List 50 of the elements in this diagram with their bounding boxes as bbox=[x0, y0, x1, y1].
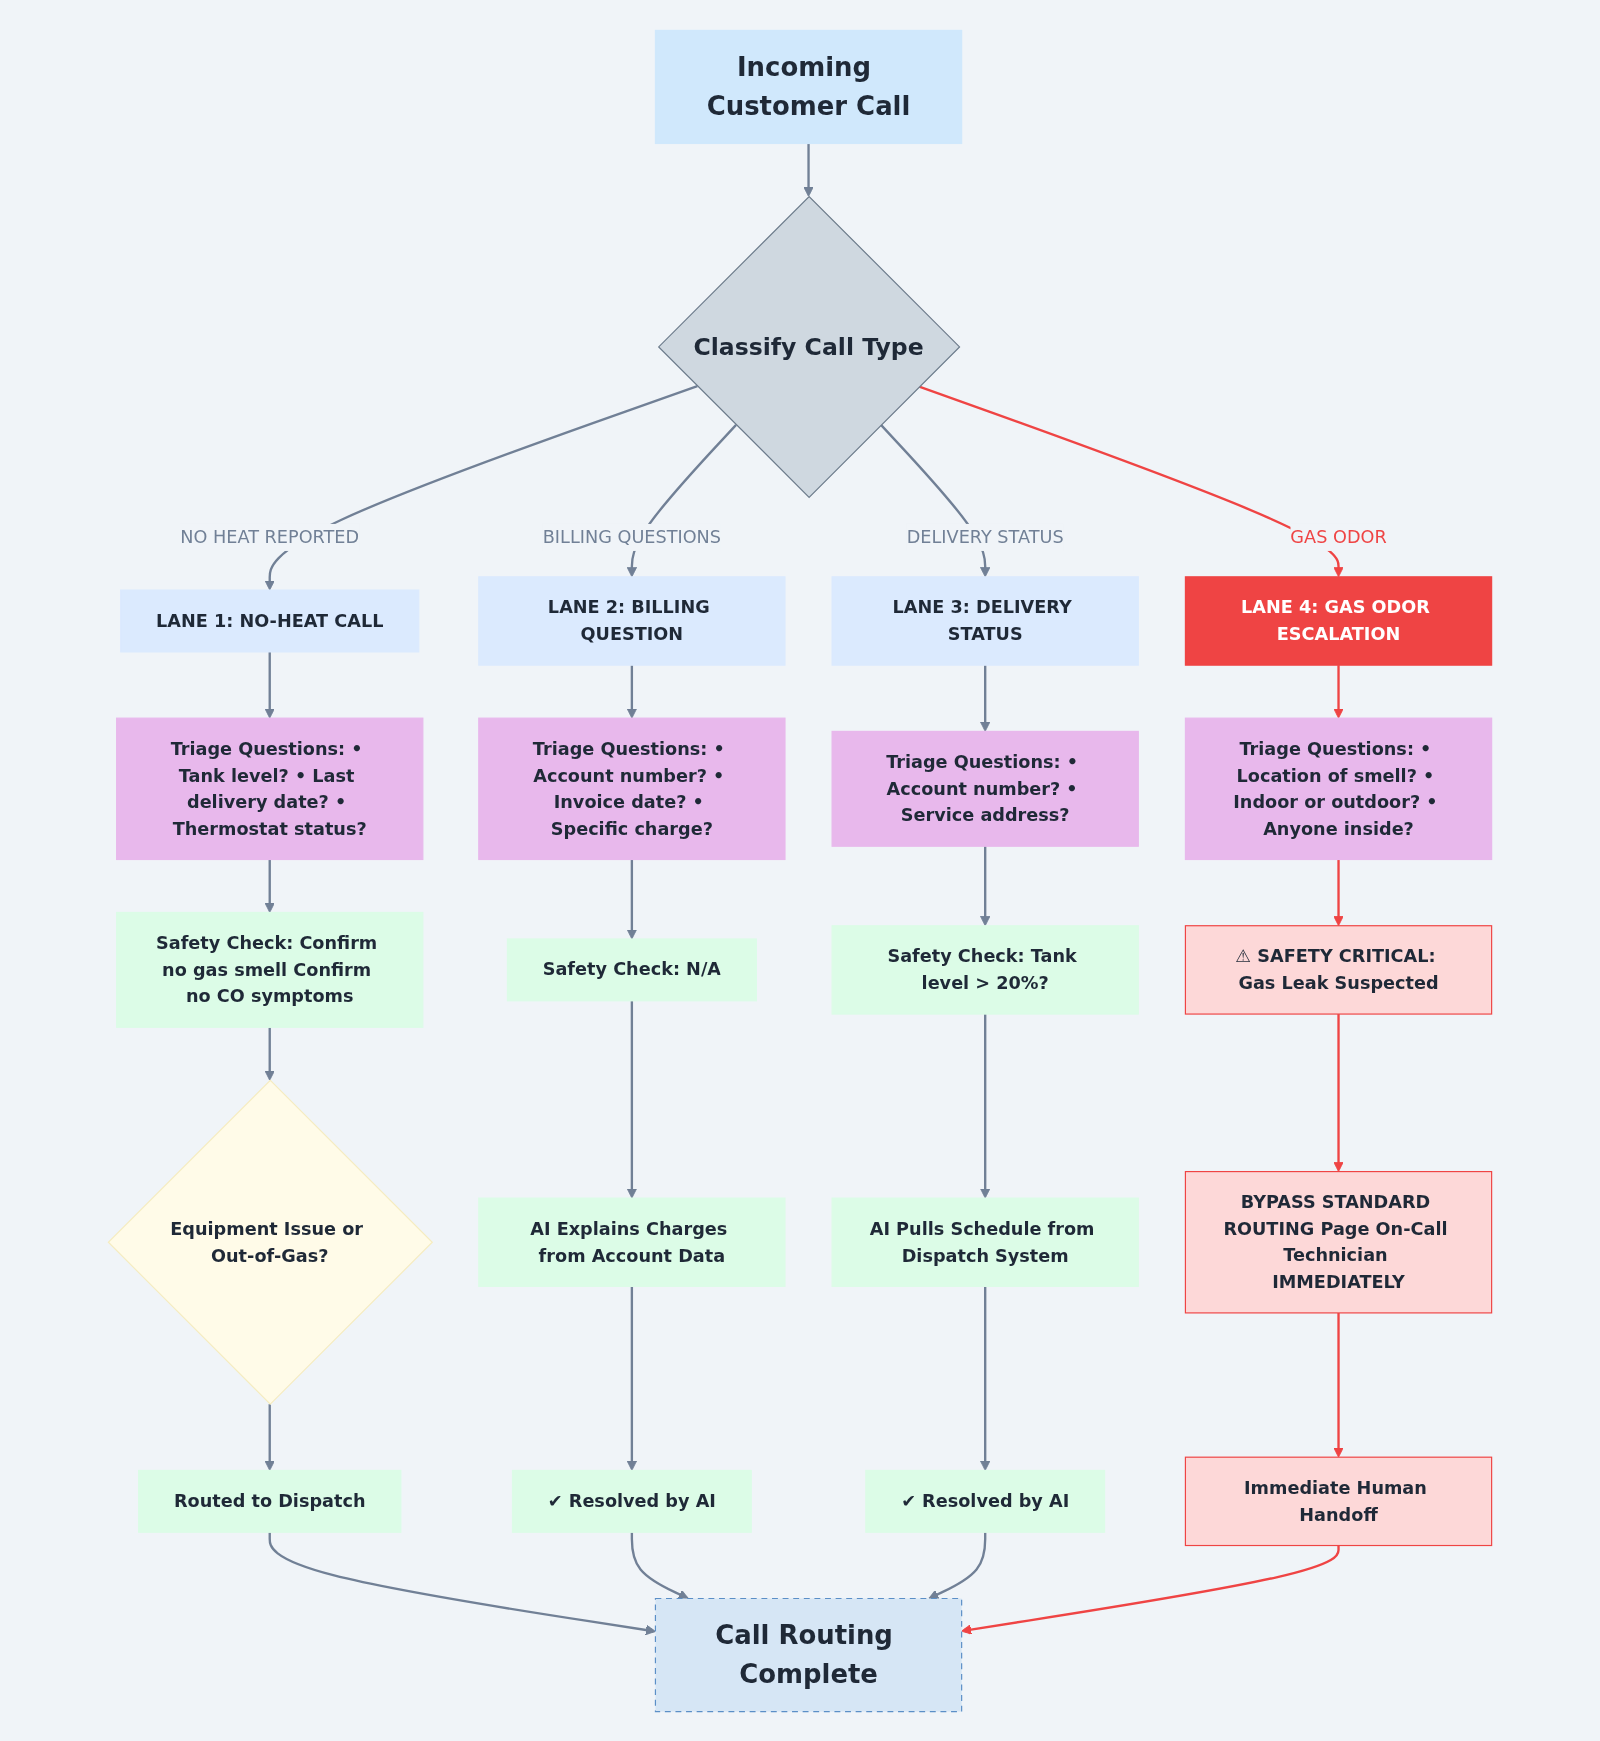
arrow bbox=[626, 1000, 638, 1199]
node-box: Safety Check: Tank level > 20%? bbox=[831, 924, 1139, 1015]
arrow bbox=[1333, 1312, 1344, 1458]
arrow bbox=[264, 651, 275, 719]
arrow bbox=[264, 859, 275, 913]
node-box: Call Routing Complete bbox=[654, 1597, 963, 1712]
arrow bbox=[1333, 664, 1344, 719]
node-box: LANE 3: DELIVERY STATUS bbox=[831, 575, 1139, 666]
edge-label: GAS ODOR bbox=[1290, 525, 1387, 547]
arrow bbox=[264, 1026, 275, 1081]
node-diamond: Equipment Issue or Out-of-Gas? bbox=[107, 1078, 434, 1405]
node-box: ✔ Resolved by AI bbox=[511, 1469, 752, 1533]
arrow bbox=[626, 859, 638, 939]
node-box: Immediate Human Handoff bbox=[1184, 1456, 1493, 1546]
node-box: AI Pulls Schedule from Dispatch System bbox=[831, 1197, 1139, 1287]
arrow bbox=[961, 1545, 1340, 1635]
arrow bbox=[980, 1013, 991, 1199]
node-box: ⚠ SAFETY CRITICAL: Gas Leak Suspected bbox=[1184, 924, 1493, 1015]
arrow bbox=[626, 664, 638, 719]
node-box: Triage Questions: • Location of smell? • Indoor or outdoor? • Anyone inside? bbox=[1184, 717, 1493, 860]
arrow bbox=[980, 1285, 991, 1471]
edge-label: NO HEAT REPORTED bbox=[180, 525, 360, 547]
node-diamond: Classify Call Type bbox=[657, 195, 961, 498]
node-box: LANE 1: NO-HEAT CALL bbox=[120, 589, 420, 652]
arrow bbox=[1333, 1013, 1344, 1172]
arrow bbox=[626, 1285, 638, 1471]
node-box: Safety Check: N/A bbox=[506, 937, 757, 1001]
node-box: LANE 4: GAS ODOR ESCALATION bbox=[1184, 575, 1493, 666]
arrow bbox=[980, 664, 991, 732]
edge-label: DELIVERY STATUS bbox=[906, 525, 1064, 547]
arrow bbox=[980, 845, 991, 926]
edge-label: BILLING QUESTIONS bbox=[542, 525, 722, 547]
node-box: Safety Check: Confirm no gas smell Confirm no CO symptoms bbox=[116, 911, 424, 1028]
arrow bbox=[1333, 859, 1344, 926]
node-box: Triage Questions: • Tank level? • Last delivery date? • Thermostat status? bbox=[116, 717, 424, 860]
node-box: Incoming Customer Call bbox=[654, 29, 963, 144]
arrow bbox=[264, 1403, 275, 1471]
arrow bbox=[630, 1531, 689, 1599]
node-box: LANE 2: BILLING QUESTION bbox=[478, 575, 786, 666]
node-box: BYPASS STANDARD ROUTING Page On-Call Technician IMMEDIATELY bbox=[1184, 1170, 1493, 1313]
arrow bbox=[268, 1531, 656, 1635]
node-box: Routed to Dispatch bbox=[138, 1469, 402, 1533]
node-box: ✔ Resolved by AI bbox=[865, 1469, 1106, 1533]
node-box: AI Explains Charges from Account Data bbox=[478, 1197, 786, 1287]
arrow bbox=[264, 384, 698, 591]
arrow bbox=[928, 1531, 987, 1599]
arrow bbox=[803, 143, 814, 197]
arrow bbox=[918, 385, 1344, 577]
node-box: Triage Questions: • Account number? • Service address? bbox=[831, 730, 1139, 847]
node-box: Triage Questions: • Account number? • Invoice date? • Specific charge? bbox=[478, 717, 786, 860]
